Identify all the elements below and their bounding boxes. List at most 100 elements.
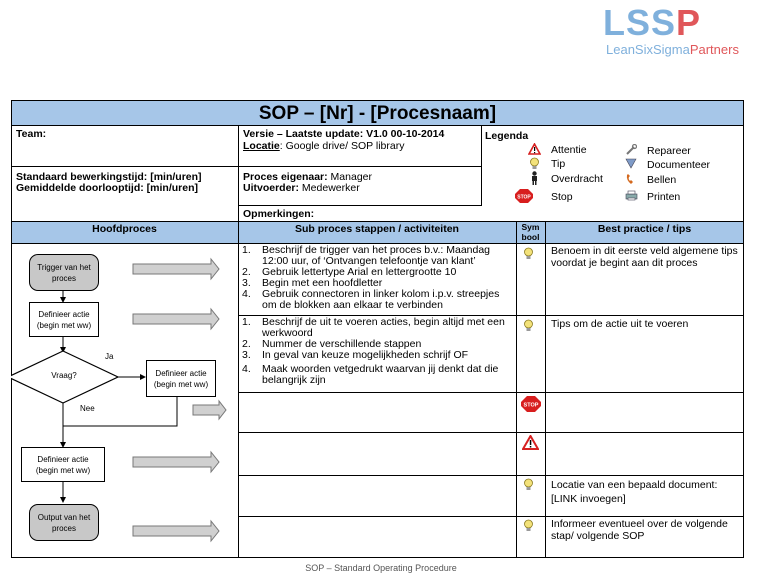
svg-text:STOP: STOP <box>517 195 531 201</box>
row-divider <box>238 315 744 316</box>
symbol-header-2: bool <box>521 232 540 242</box>
phone-icon <box>626 174 633 184</box>
step-number: 2. <box>242 266 251 278</box>
executor-line: Uitvoerder: Medewerker <box>243 182 360 194</box>
flow-text: (begin met ww) <box>153 379 209 389</box>
sub-steps-2: 1. Beschrijf de uit te voeren acties, beg… <box>242 317 505 386</box>
warning-icon <box>528 143 541 155</box>
stop-sign-icon: STOP <box>515 189 533 203</box>
flow-yes-label: Ja <box>105 352 114 361</box>
row-divider <box>238 432 744 433</box>
flow-text: proces <box>51 523 76 533</box>
legend-documenteer: Documenteer <box>647 159 711 171</box>
step-number: 3. <box>242 349 251 361</box>
remarks-label: Opmerkingen: <box>243 208 315 220</box>
divider <box>238 221 239 558</box>
column-header-row <box>12 221 743 243</box>
lightbulb-icon <box>524 247 533 259</box>
step-text: Gebruik lettertype Arial en lettergroott… <box>262 266 457 278</box>
column-header-sub: Sub proces stappen / activiteiten <box>295 223 459 235</box>
flow-question: Vraag? <box>51 371 77 380</box>
step-number: 2. <box>242 338 251 350</box>
legend-printen: Printen <box>647 191 681 203</box>
tip-text: Informeer eventueel over de volgende <box>551 518 728 530</box>
tip-text: stap/ volgende SOP <box>551 530 645 542</box>
tip-row-5: Locatie van een bepaald document: [LINK i… <box>551 478 717 506</box>
tip-text: voordat je begint aan dit proces <box>551 257 698 269</box>
legend-stop: Stop <box>551 191 573 203</box>
average-time: Gemiddelde doorlooptijd: [min/uren] <box>16 182 198 194</box>
divider <box>516 221 517 558</box>
sop-title: SOP – [Nr] - [Procesnaam] <box>11 100 744 126</box>
logo-letters: LSS <box>603 2 677 43</box>
legend-bellen: Bellen <box>647 174 677 186</box>
flow-text: Definieer actie <box>37 454 89 464</box>
flow-text: (begin met ww) <box>35 465 91 475</box>
tip-text: [LINK invoegen] <box>551 493 626 505</box>
lightbulb-icon <box>530 157 539 169</box>
divider <box>11 221 744 222</box>
step-text: Gebruik connectoren in linker kolom i.p.… <box>262 288 500 300</box>
step-text: om de blokken aan elkaar te verbinden <box>262 299 443 311</box>
legend-repareer: Repareer <box>647 145 691 157</box>
step-number: 3. <box>242 277 251 289</box>
flow-action-side: Definieer actie(begin met ww) <box>146 360 216 397</box>
svg-text:STOP: STOP <box>524 403 539 409</box>
flow-text: (begin met ww) <box>36 320 92 330</box>
location-label: Locatie <box>243 140 280 152</box>
stop-sign-icon: STOP <box>521 396 541 412</box>
printer-icon <box>625 190 638 201</box>
step-text: Beschrijf de uit te voeren acties, begin… <box>262 316 505 328</box>
logo-sub-b: Partners <box>689 42 739 57</box>
step-text: Beschrijf de trigger van het proces b.v.… <box>262 244 491 256</box>
row-divider <box>238 516 744 517</box>
flow-text: Trigger van het <box>37 262 91 272</box>
lightbulb-icon <box>524 519 533 531</box>
legend-title: Legenda <box>485 130 529 142</box>
tip-text: Locatie van een bepaald document: <box>551 479 718 491</box>
step-text: Begin met een hoofdletter <box>262 277 383 289</box>
sub-steps-1: 1. Beschrijf de trigger van het proces b.… <box>242 245 499 311</box>
team-label: Team: <box>16 128 47 140</box>
row-divider <box>238 392 744 393</box>
location-value: : Google drive/ SOP library <box>279 140 405 152</box>
owner-value: Manager <box>327 171 372 183</box>
flowchart-connectors <box>11 257 227 543</box>
legend-overdracht: Overdracht <box>551 173 603 185</box>
logo-sub-a: LeanSixSigma <box>606 42 690 57</box>
step-number: 4. <box>242 363 251 375</box>
standard-time: Standaard bewerkingstijd: [min/uren] <box>16 171 202 183</box>
version-line: Versie – Laatste update: V1.0 00-10-2014 <box>243 128 445 140</box>
owner-line: Proces eigenaar: Manager <box>243 171 372 183</box>
flow-text: Definieer actie <box>155 368 207 378</box>
column-header-best: Best practice / tips <box>597 223 692 235</box>
location-line: Locatie: Google drive/ SOP library <box>243 140 404 152</box>
tip-text: Benoem in dit eerste veld algemene tips <box>551 245 738 257</box>
flow-text: Output van het <box>37 512 91 522</box>
step-text: Maak woorden vetgedrukt waarvan jij denk… <box>262 363 499 375</box>
row-divider <box>238 475 744 476</box>
tip-row-2: Tips om de actie uit te voeren <box>551 318 689 330</box>
step-number: 1. <box>242 316 251 328</box>
flow-action-2: Definieer actie(begin met ww) <box>21 447 105 482</box>
legend-tip: Tip <box>551 158 566 170</box>
flow-no-label: Nee <box>80 404 95 413</box>
executor-value: Medewerker <box>299 182 360 194</box>
step-number: 1. <box>242 244 251 256</box>
warning-icon <box>522 435 539 450</box>
step-text: werkwoord <box>262 327 313 339</box>
flow-text: Definieer actie <box>38 309 90 319</box>
divider <box>545 221 546 558</box>
step-text: In geval van keuze mogelijkheden schrijf… <box>262 349 469 361</box>
lightbulb-icon <box>524 319 533 331</box>
step-text: Nummer de verschillende stappen <box>262 338 422 350</box>
divider <box>238 126 239 221</box>
divider <box>481 126 482 206</box>
person-icon <box>532 171 537 185</box>
flow-action-1: Definieer actie(begin met ww) <box>29 302 99 337</box>
